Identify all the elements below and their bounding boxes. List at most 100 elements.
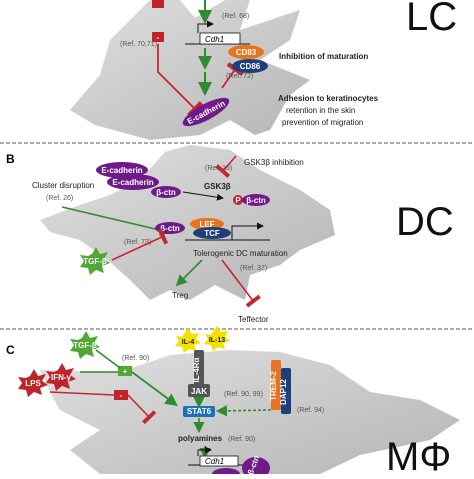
green-arrow-cluster [61,206,172,236]
cd83-label: CD83 [236,48,257,57]
red-inhibit-teff [221,259,261,308]
ref-68: (Ref. 68) [222,13,249,20]
ifng-star [46,363,76,391]
gsk-label: GSK3β [204,182,231,191]
gsk-arrow [182,191,224,201]
tcf-pill [193,227,231,239]
ecadherin-b2-label: E-cadherin [112,178,153,187]
phospho-label: P [235,196,241,205]
transcription-arrow-b [231,222,264,240]
minus-label-c: - [120,391,123,400]
gsk-inhibition-text: GSK3β inhibition [244,158,304,167]
panel-c: C TGF-β IFN-γ LPS + - (Ref. 90) IL-4 IL-… [6,326,460,479]
ref-70-71: (Ref. 70,71) [120,41,157,48]
panel-a-cell-shape [70,0,310,140]
ref-73: (Ref. 73) [124,239,151,246]
panel-a: - (Ref. 68) (Ref. 70,71) Cdh1 CD83 CD86 … [70,0,457,140]
ref-90-99: (Ref. 90, 99) [224,391,263,398]
il13-label: IL-13 [209,337,225,344]
stat6-box [183,406,215,417]
polyamines-text: polyamines [178,434,223,443]
ref-90c: (Ref. 90) [228,436,255,443]
red-inhibit-a2 [157,44,204,118]
cd86-label: CD86 [240,62,261,71]
ecadherin-b1-label: E-cadherin [101,166,142,175]
svg-text:-: - [157,33,160,42]
ecadherin-a [182,97,230,127]
tcf-label: TCF [204,229,220,238]
transcription-arrow [197,20,214,33]
lef-pill [190,218,224,230]
transcription-arrow-c [197,446,212,456]
lef-label: LEF [199,220,214,229]
phospho-circle [233,195,243,205]
lps-label: LPS [25,379,41,388]
green-arrow-treg [175,259,203,287]
tgfb-star-b [80,247,110,275]
ref-37: (Ref. 37) [240,265,267,272]
beta-catenin-b1 [151,186,181,198]
teffector-text: Teffector [238,315,269,324]
red-inhibit-a1 [221,62,244,89]
green-dashed-arrow [215,405,272,417]
tgfb-b-label: TGF-β [83,257,107,266]
red-inhibit-c [127,394,157,425]
gene-box-c [199,455,239,467]
tolerogenic-text: Tolerogenic DC maturation [193,249,288,258]
plus-label: + [123,367,128,376]
dap12-label: DAP12 [279,379,288,405]
gene-label-cdh1: Cdh1 [205,35,224,44]
cluster-disruption-text: Cluster disruption [32,181,94,190]
ref-72: (Ref. 72) [226,73,253,80]
macrophage-label: MΦ [386,435,451,474]
ref-90a: (Ref. 90) [122,355,149,362]
il4-label: IL-4 [182,339,195,346]
trem2-receptor [271,360,281,410]
cd86-marker [232,59,268,73]
adhesion-line1: retention in the skin [286,106,355,115]
ecadherin-b1 [96,162,148,178]
il13-star [204,326,230,351]
beta-catenin-b2 [242,194,270,206]
cd83-marker [228,45,264,59]
beta-catenin-b3-label: β-ctn [160,224,180,233]
beta-catenin-b1-label: β-ctn [156,188,176,197]
minus-box-left [152,32,164,42]
red-inhibit-gsk [215,155,237,178]
ref-26b: (Ref. 26) [46,195,73,202]
trem2-label: TREM-2 [269,371,278,401]
ecadherin-b2 [107,174,159,190]
jak-box [188,384,210,397]
green-line-tgfb [95,349,121,369]
minus-box-top [152,0,164,8]
adhesion-line2: prevention of migration [282,118,363,127]
ref-94: (Ref. 94) [297,407,324,414]
dap12-receptor [281,368,291,414]
green-arrow-stat6 [131,371,178,407]
il4ra-receptor [194,350,204,390]
tgfb-star-c [70,331,100,359]
adhesion-title: Adhesion to keratinocytes [278,94,379,103]
dc-label: DC [396,200,454,244]
gene-label-cdh1-c: Cdh1 [205,457,224,466]
panel-b-cell-shape [40,145,335,300]
panel-b: B E-cadherin E-cadherin β-ctn (Ref. 26) … [6,145,454,324]
stat6-label: STAT6 [187,407,212,416]
lc-label: LC [406,0,457,39]
il4ra-label: IL-4Rα [192,357,201,382]
minus-box-c [114,390,128,400]
beta-catenin-b2-label: β-ctn [246,196,266,205]
panel-b-letter: B [6,152,15,166]
jak-label: JAK [191,387,207,396]
panel-c-letter: C [6,343,15,357]
inhibition-text: Inhibition of maturation [279,52,368,61]
il4-star [175,328,201,353]
plus-box [118,366,132,376]
red-inhibit-tgfb [111,228,169,261]
treg-text: Treg [172,291,188,300]
tgfb-c-label: TGF-β [73,341,97,350]
red-line-lps [49,391,115,396]
lps-star [18,369,48,397]
